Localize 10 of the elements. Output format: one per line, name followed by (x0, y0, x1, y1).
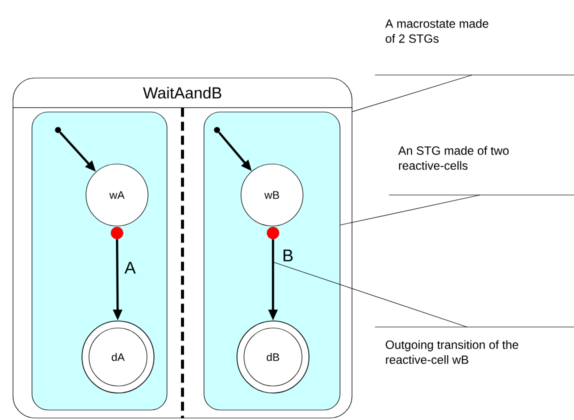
annotation: A macrostate made of 2 STGs (374, 19, 574, 76)
annotation: Outgoing transition of the reactive-cell wB (374, 326, 574, 364)
edge-label: A (124, 262, 136, 274)
transition-port (110, 226, 124, 240)
annotation: An STG made of two reactive-cells (388, 146, 574, 196)
transition-port (266, 226, 280, 240)
edge-label: B (284, 250, 293, 262)
leader-line (272, 262, 468, 328)
leader-line (340, 194, 480, 226)
leader-line (352, 74, 472, 112)
